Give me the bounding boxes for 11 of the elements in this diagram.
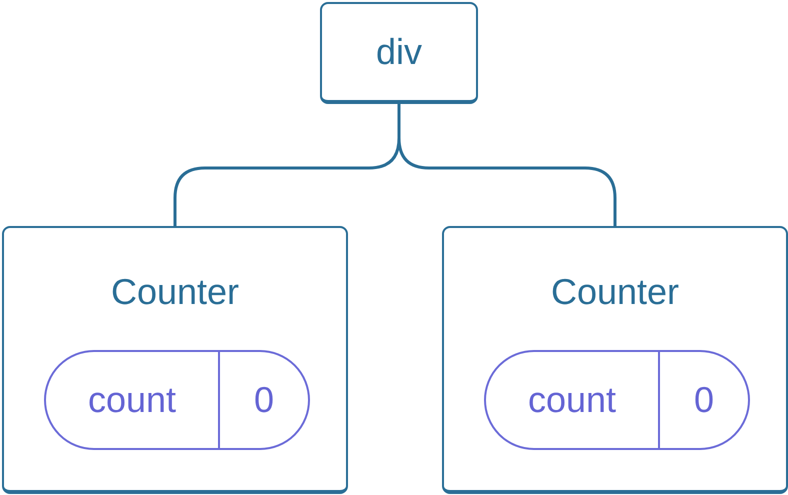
state-name: count (88, 382, 176, 418)
component-box (442, 226, 788, 494)
state-value: 0 (254, 382, 274, 418)
state-name: count (528, 382, 616, 418)
element-box (320, 2, 478, 104)
component-label: Counter (110, 274, 240, 310)
component-label: div (376, 34, 422, 70)
tree-connector (398, 104, 616, 226)
component-box (2, 226, 348, 494)
state-value: 0 (694, 382, 714, 418)
component-label: Counter (550, 274, 680, 310)
